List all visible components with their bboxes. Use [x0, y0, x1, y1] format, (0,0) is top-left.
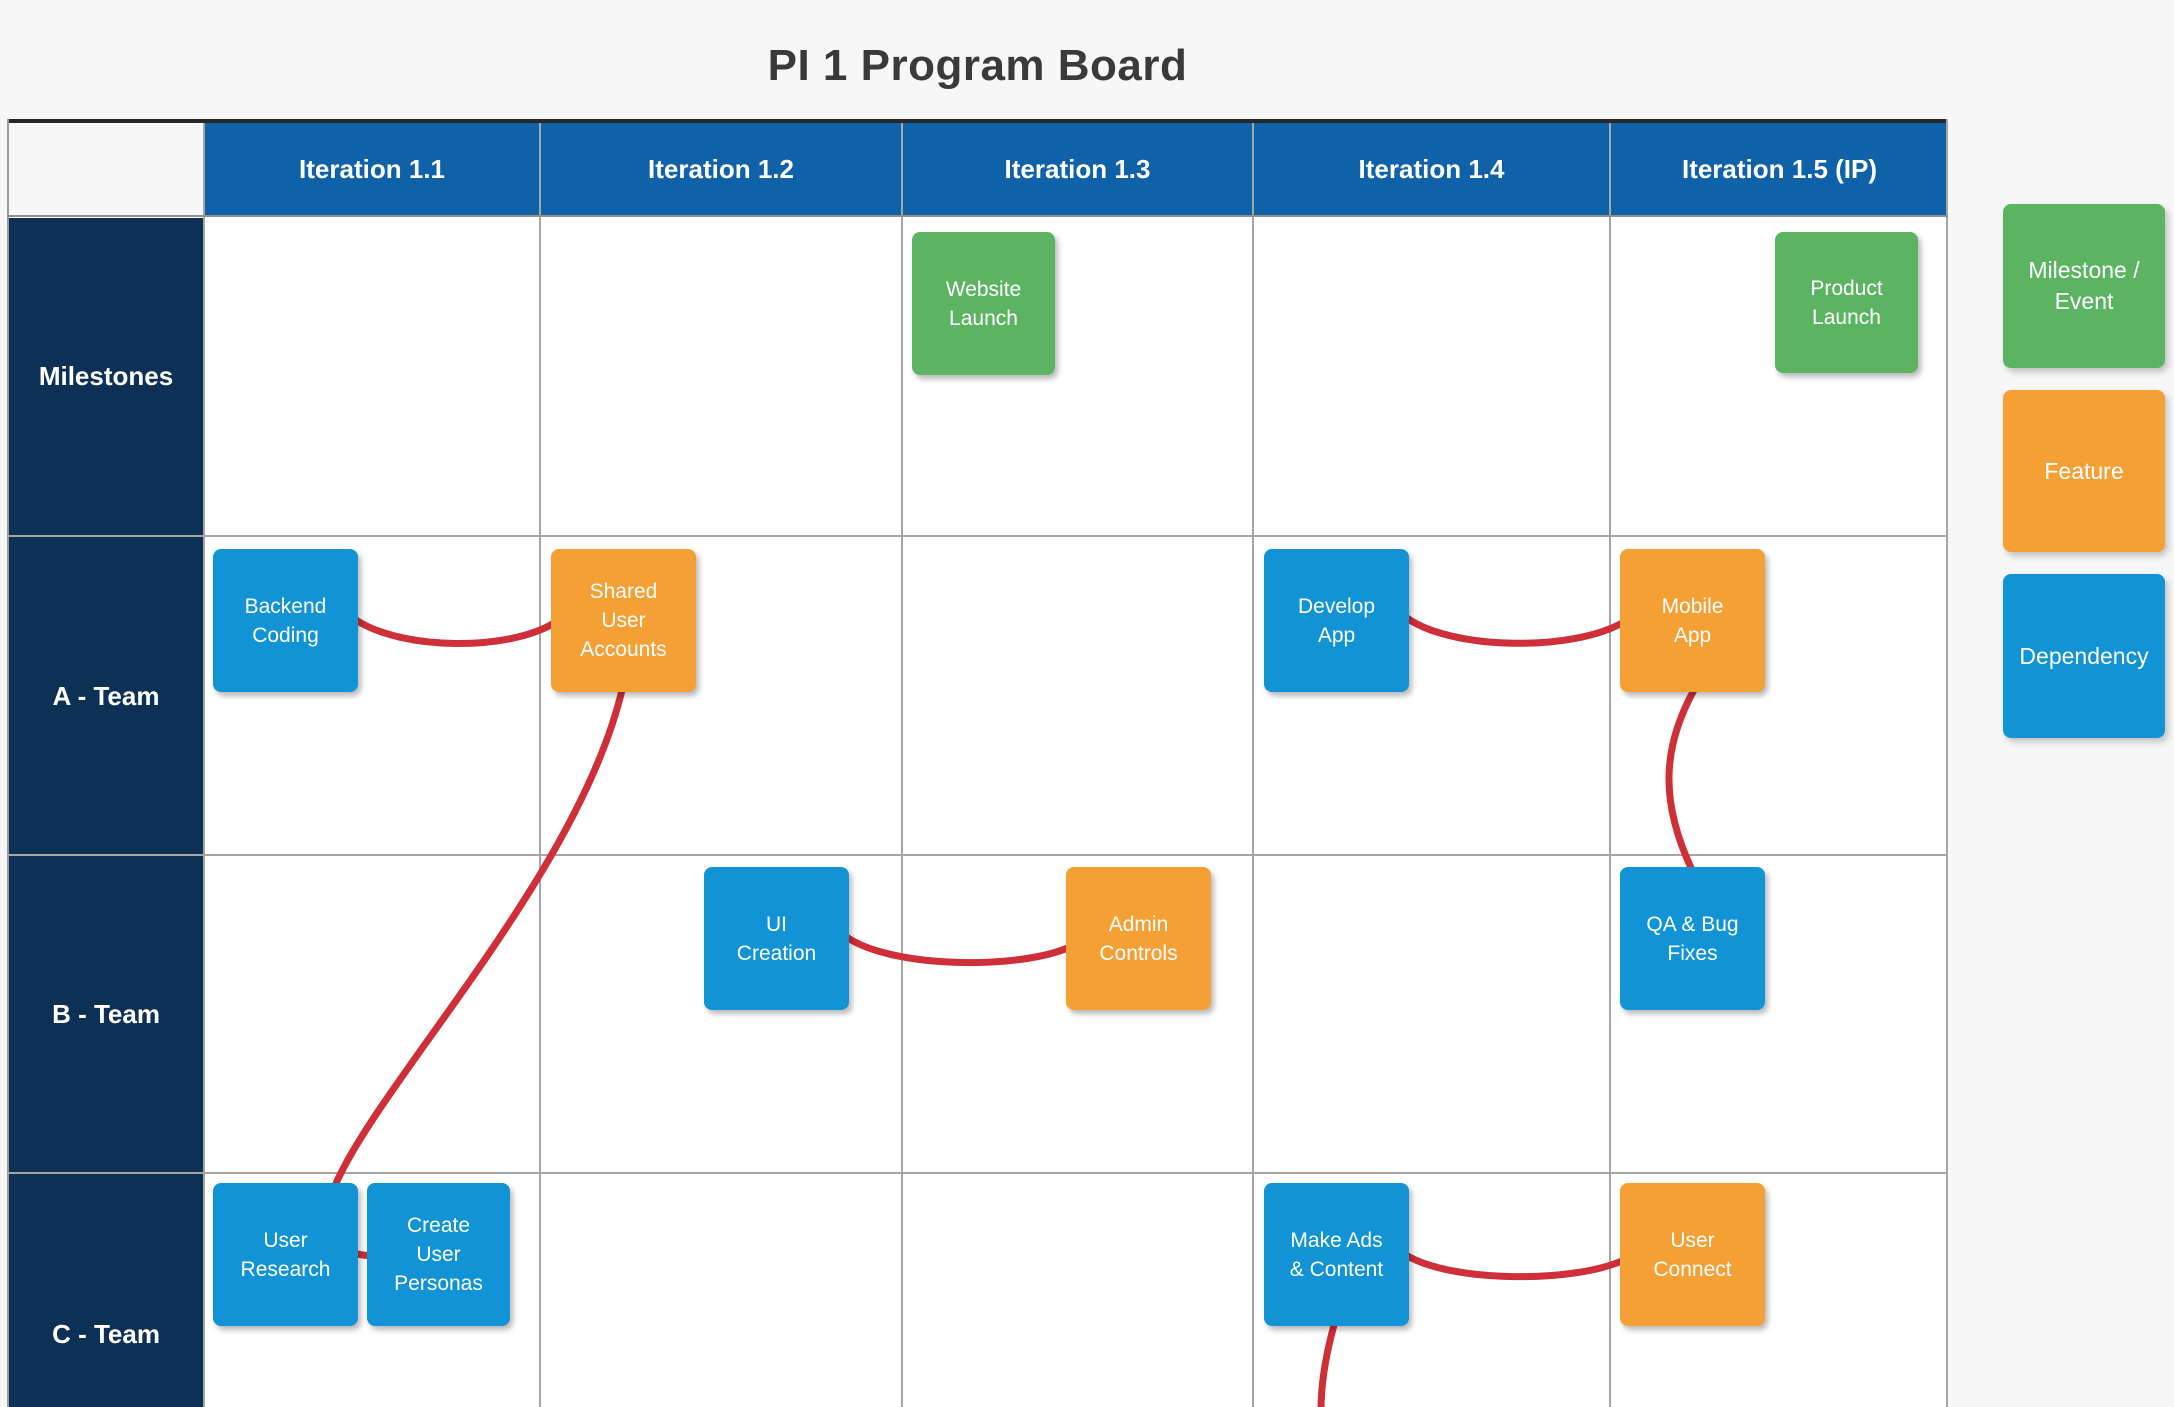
legend-milestone-event-card[interactable]: Milestone / Event [2003, 204, 2165, 368]
page-title: PI 1 Program Board [767, 41, 1188, 90]
grid-line-vertical [1252, 123, 1254, 1407]
grid-line-horizontal [7, 854, 1948, 856]
dependency-line-shared-user-accounts-create-user-personas[interactable] [322, 686, 626, 1260]
legend-feature-card[interactable]: Feature [2003, 390, 2165, 552]
dependency-line-backend-coding-shared-user-accounts[interactable] [352, 616, 560, 647]
dependency-line-make-ads-content-offscreen-below[interactable] [1317, 1321, 1338, 1407]
row-label-b-team: B - Team [52, 998, 160, 1029]
qa-bug-fixes-card[interactable]: QA & Bug Fixes [1620, 867, 1765, 1010]
grid-line-horizontal [7, 1172, 1948, 1174]
dependency-line-make-ads-content-user-connect[interactable] [1402, 1251, 1628, 1281]
backend-coding-card[interactable]: Backend Coding [213, 549, 358, 692]
row-label-milestones: Milestones [38, 360, 174, 391]
row-label-c-team: C - Team [52, 1318, 160, 1349]
dependency-line-ui-creation-admin-controls[interactable] [844, 934, 1074, 967]
grid-line-vertical [7, 119, 9, 1407]
admin-controls-card[interactable]: Admin Controls [1066, 867, 1211, 1010]
grid-line-vertical [901, 123, 903, 1407]
grid-line-vertical [539, 123, 541, 1407]
user-connect-card[interactable]: User Connect [1620, 1183, 1765, 1326]
ui-creation-card[interactable]: UI Creation [704, 867, 849, 1010]
grid-line-vertical [1946, 119, 1948, 1407]
column-header-iteration-1-3: Iteration 1.3 [1004, 154, 1151, 184]
column-header-iteration-1-4: Iteration 1.4 [1358, 154, 1505, 184]
iteration-header-row [203, 123, 1948, 216]
grid-line-horizontal [7, 535, 1948, 537]
team-label-column [9, 218, 203, 1407]
grid-line-vertical [1609, 123, 1611, 1407]
product-launch-card[interactable]: Product Launch [1775, 232, 1918, 373]
create-user-personas-card[interactable]: Create User Personas [367, 1183, 510, 1326]
dependency-line-mobile-app-qa-bug-fixes[interactable] [1665, 686, 1698, 874]
grid-line-vertical [203, 123, 205, 1407]
mobile-app-card[interactable]: Mobile App [1620, 549, 1765, 692]
make-ads-content-card[interactable]: Make Ads & Content [1264, 1183, 1409, 1326]
grid-line-horizontal [7, 215, 1948, 217]
board-top-rule [7, 119, 1948, 123]
website-launch-card[interactable]: Website Launch [912, 232, 1055, 375]
column-header-iteration-1-2: Iteration 1.2 [648, 154, 794, 184]
develop-app-card[interactable]: Develop App [1264, 549, 1409, 692]
legend-dependency-card[interactable]: Dependency [2003, 574, 2165, 738]
row-label-a-team: A - Team [52, 680, 160, 711]
shared-user-accounts-card[interactable]: Shared User Accounts [551, 549, 696, 692]
user-research-card[interactable]: User Research [213, 1183, 358, 1326]
column-header-iteration-1-5: Iteration 1.5 (IP) [1681, 154, 1878, 184]
dependency-line-develop-app-mobile-app[interactable] [1403, 614, 1628, 647]
column-header-iteration-1-1: Iteration 1.1 [299, 154, 445, 184]
